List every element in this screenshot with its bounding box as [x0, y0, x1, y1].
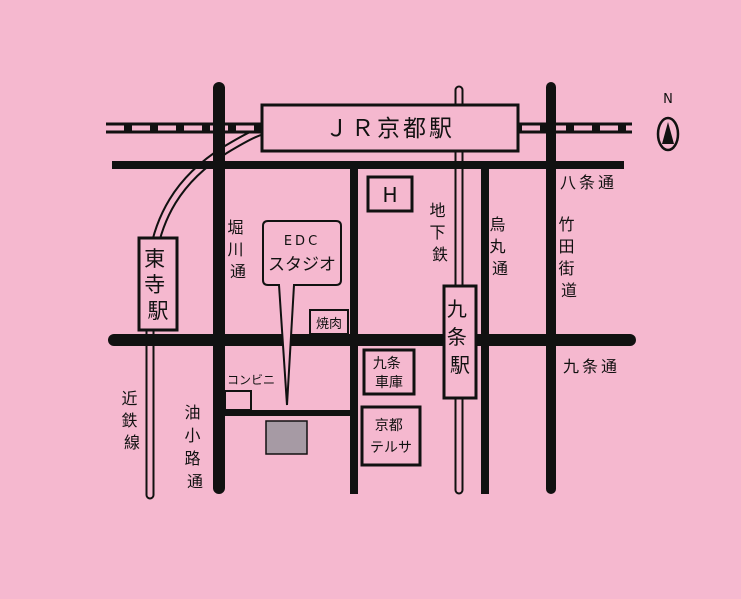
- kujo-station-label: 九 条 駅: [447, 297, 473, 377]
- road-kujo: [108, 334, 636, 346]
- edc-studio-building: [265, 420, 308, 455]
- toji-station: [137, 236, 179, 332]
- edc-studio-label-line2: スタジオ: [268, 255, 336, 275]
- kujo-depot-label: 九条 車庫: [373, 355, 405, 391]
- kyoto-terrsa-label: 京都 テルサ: [370, 418, 412, 456]
- karasuma-street-label: 烏 丸 通: [489, 215, 510, 278]
- road-hachijo: [112, 161, 624, 169]
- hotel-box: [366, 175, 414, 213]
- north-arrow-icon: N: [656, 92, 680, 152]
- takeda-street-label: 竹 田 街 道: [558, 215, 579, 300]
- convenience-store-label: コンビニ: [227, 373, 275, 387]
- horikawa-street-label: 堀 川 通: [227, 218, 248, 281]
- yakiniku-label: 焼肉: [316, 317, 342, 332]
- edc-studio-callout: [262, 220, 342, 406]
- edc-studio-label-line1: EDC: [284, 234, 320, 249]
- road-aburanokoji-branch: [225, 410, 350, 416]
- convenience-store-box: [224, 390, 252, 411]
- aburanokoji-street-label: 油 小 路 通: [184, 403, 205, 491]
- kyoto-terrsa-box: [360, 405, 422, 467]
- jr-kyoto-station-label: ＪＲ京都駅: [325, 116, 455, 142]
- jr-kyoto-station: [260, 103, 520, 153]
- road-karasuma: [481, 169, 489, 494]
- hotel-label: H: [382, 183, 397, 207]
- kujo-street-label: 九条通: [563, 357, 620, 376]
- road-center: [350, 169, 358, 494]
- yakiniku-box: [309, 309, 349, 335]
- subway-label: 地 下 鉄: [429, 201, 450, 264]
- road-horikawa: [213, 82, 225, 494]
- kujo-depot-box: [362, 348, 416, 396]
- kintetsu-label: 近 鉄 線: [121, 389, 142, 452]
- north-label: N: [663, 92, 673, 107]
- road-takeda: [546, 82, 556, 494]
- hachijo-street-label: 八条通: [560, 173, 617, 192]
- kujo-station: [442, 284, 478, 400]
- toji-station-label: 東 寺 駅: [144, 247, 172, 323]
